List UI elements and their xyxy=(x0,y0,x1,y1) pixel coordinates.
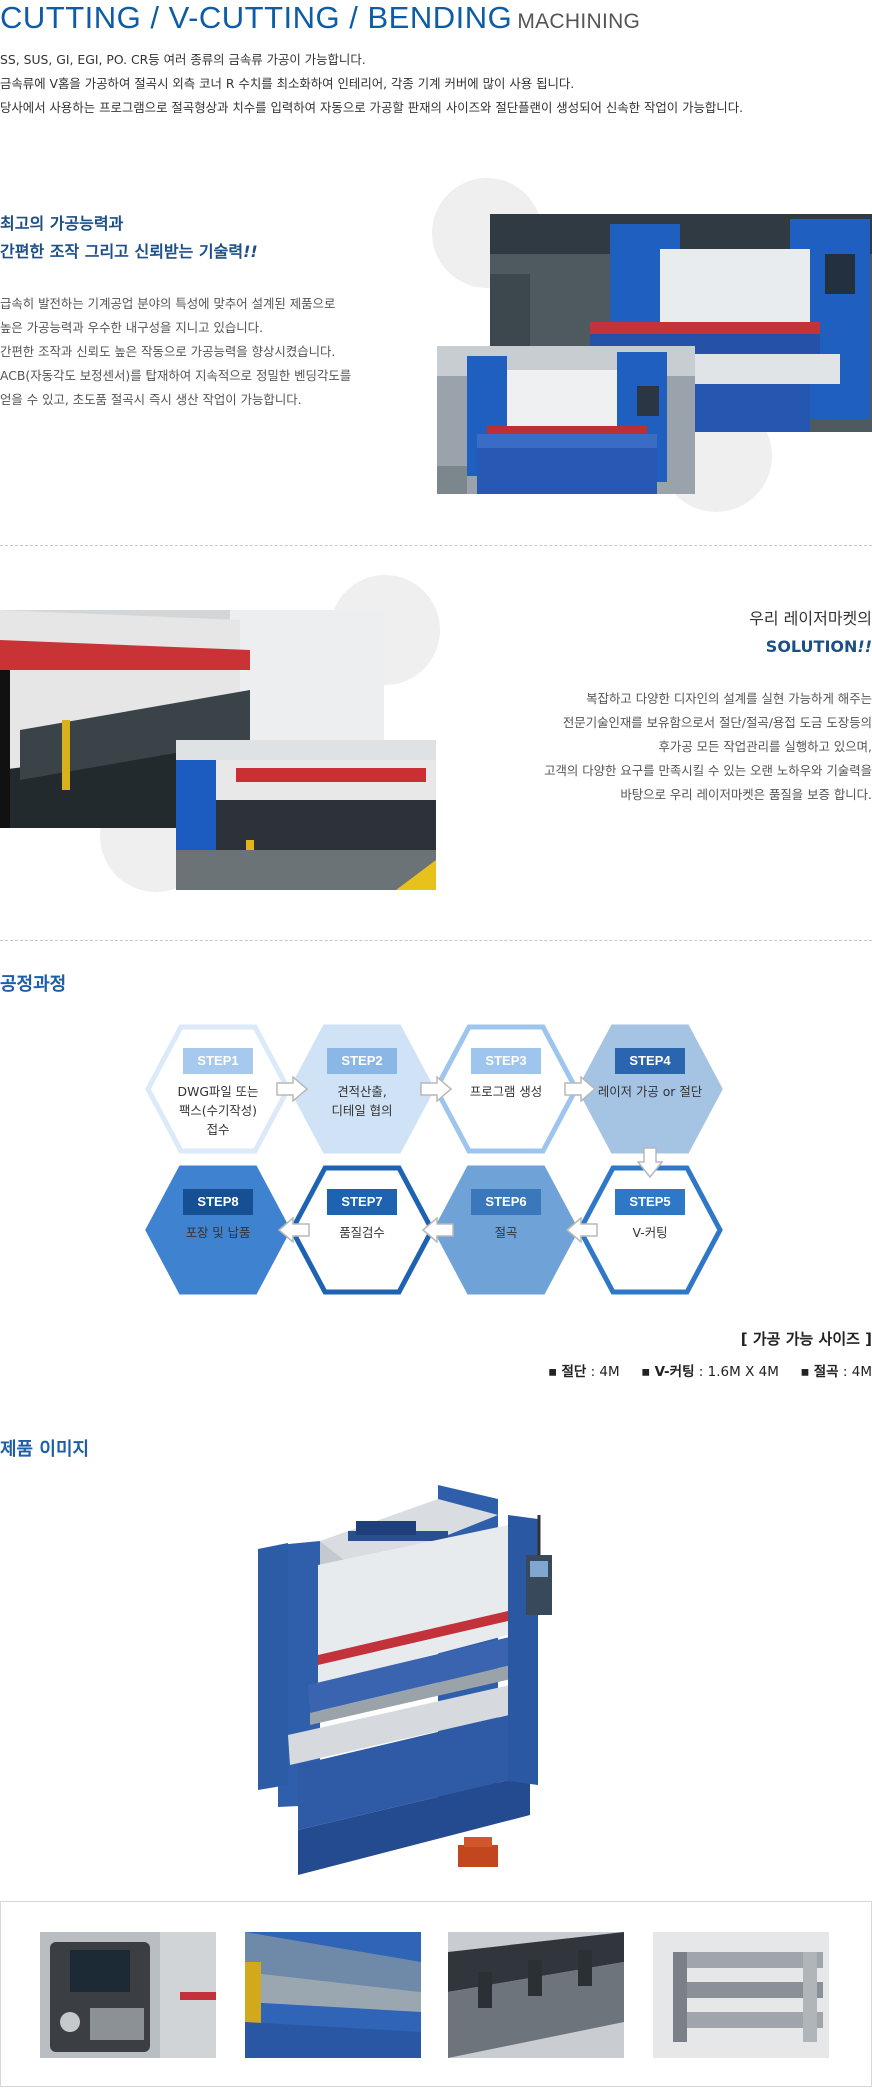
step-label: STEP7 xyxy=(327,1189,397,1215)
step-text-line: 접수 xyxy=(206,1122,230,1137)
size-name: 절단 xyxy=(561,1364,587,1380)
thumbnail-tooling[interactable] xyxy=(448,1932,624,2058)
title-main: CUTTING / V-CUTTING / BENDING xyxy=(0,0,513,35)
section2-body-line: 바탕으로 우리 레이저마켓은 품질을 보증 합니다. xyxy=(620,787,872,802)
intro-line: 금속류에 V홈을 가공하여 절곡시 외측 코너 R 수치를 최소화하여 인테리어… xyxy=(0,76,575,91)
intro-line: SS, SUS, GI, EGI, PO. CR등 여러 종류의 금속류 가공이… xyxy=(0,52,366,67)
section2-body-line: 후가공 모든 작업관리를 실행하고 있으며, xyxy=(658,739,872,754)
size-value: 1.6M X 4M xyxy=(707,1364,779,1380)
step-label: STEP8 xyxy=(183,1189,253,1215)
step-text: 절곡 xyxy=(494,1225,518,1240)
step-label: STEP1 xyxy=(183,1048,253,1074)
thumbnail-bent-parts[interactable] xyxy=(653,1932,829,2058)
arrow-left-icon xyxy=(421,1217,454,1243)
step-label: STEP5 xyxy=(615,1189,685,1215)
press-brake-photo-2 xyxy=(437,346,695,494)
shearing-photo-2 xyxy=(176,740,436,890)
section1-body: 급속히 발전하는 기계공업 분야의 특성에 맞추어 설계된 제품으로 높은 가공… xyxy=(0,292,351,412)
thumbnail-control-panel[interactable] xyxy=(40,1932,216,2058)
step-text: 포장 및 납품 xyxy=(185,1225,251,1240)
sizes-list: ▪ 절단 : 4M ▪ V-커팅 : 1.6M X 4M ▪ 절곡 : 4M xyxy=(548,1360,872,1380)
step-label: STEP3 xyxy=(471,1048,541,1074)
press-brake-machine-image xyxy=(258,1485,588,1881)
section1-heading: 최고의 가공능력과 간편한 조작 그리고 신뢰받는 기술력!! xyxy=(0,210,258,266)
section1-heading-line2: 간편한 조작 그리고 신뢰받는 기술력!! xyxy=(0,238,258,266)
section1-heading-text: 간편한 조작 그리고 신뢰받는 기술력 xyxy=(0,242,244,261)
section1-body-line: 얻을 수 있고, 초도품 절곡시 즉시 생산 작업이 가능합니다. xyxy=(0,392,302,407)
page-title: CUTTING / V-CUTTING / BENDING MACHINING xyxy=(0,0,872,36)
section1-heading-line1: 최고의 가공능력과 xyxy=(0,214,124,233)
step-5: STEP5 V-커팅 xyxy=(577,1165,723,1295)
product-title: 제품 이미지 xyxy=(0,1439,90,1460)
step-label: STEP2 xyxy=(327,1048,397,1074)
step-text-line: 디테일 협의 xyxy=(331,1103,393,1118)
divider xyxy=(0,940,872,941)
section1-body-line: 높은 가공능력과 우수한 내구성을 지니고 있습니다. xyxy=(0,320,264,335)
step-text: 품질검수 xyxy=(339,1225,385,1240)
step-text: 레이저 가공 or 절단 xyxy=(597,1084,703,1099)
step-3: STEP3 프로그램 생성 xyxy=(433,1024,579,1154)
step-4: STEP4 레이저 가공 or 절단 xyxy=(577,1024,723,1154)
step-text: V-커팅 xyxy=(632,1225,668,1240)
section2-body-line: 복잡하고 다양한 디자인의 설계를 실현 가능하게 해주는 xyxy=(586,691,872,706)
intro-line: 당사에서 사용하는 프로그램으로 절곡형상과 치수를 입력하여 자동으로 가공할… xyxy=(0,100,744,115)
size-item: ▪ 절단 : 4M xyxy=(547,1364,620,1380)
section2-body-line: 전문기술인재를 보유함으로서 절단/절곡/용접 도금 도장등의 xyxy=(562,715,872,730)
step-text: 견적산출, 디테일 협의 xyxy=(299,1082,425,1120)
section2-heading: 우리 레이저마켓의 SOLUTION!! xyxy=(749,605,872,661)
section2-heading-line1: 우리 레이저마켓의 xyxy=(749,609,872,628)
section1-heading-em: !! xyxy=(243,242,258,261)
step-6: STEP6 절곡 xyxy=(433,1165,579,1295)
title-sub: MACHINING xyxy=(517,10,641,33)
step-8: STEP8 포장 및 납품 xyxy=(145,1165,291,1295)
intro-text: SS, SUS, GI, EGI, PO. CR등 여러 종류의 금속류 가공이… xyxy=(0,48,743,120)
size-name: 절곡 xyxy=(813,1364,839,1380)
size-name: V-커팅 xyxy=(654,1364,695,1380)
thumbnail-backgauge[interactable] xyxy=(245,1932,421,2058)
size-item: ▪ 절곡 : 4M xyxy=(800,1364,872,1380)
step-text-line: 팩스(수기작성) xyxy=(178,1103,258,1118)
size-item: ▪ V-커팅 : 1.6M X 4M xyxy=(641,1364,779,1380)
size-value: 4M xyxy=(851,1364,872,1380)
arrow-left-icon xyxy=(277,1217,310,1243)
section1-body-line: ACB(자동각도 보정센서)를 탑재하여 지속적으로 정밀한 벤딩각도를 xyxy=(0,368,352,383)
size-value: 4M xyxy=(599,1364,620,1380)
section2-body-line: 고객의 다양한 요구를 만족시킬 수 있는 오랜 노하우와 기술력을 xyxy=(544,763,872,778)
arrow-left-icon xyxy=(565,1217,598,1243)
step-text: 프로그램 생성 xyxy=(469,1084,543,1099)
step-2: STEP2 견적산출, 디테일 협의 xyxy=(289,1024,435,1154)
divider xyxy=(0,545,872,546)
step-label: STEP6 xyxy=(471,1189,541,1215)
section1-body-line: 급속히 발전하는 기계공업 분야의 특성에 맞추어 설계된 제품으로 xyxy=(0,296,336,311)
arrow-down-icon xyxy=(637,1147,663,1179)
thumbnail-strip xyxy=(0,1901,872,2087)
sizes-title: [ 가공 가능 사이즈 ] xyxy=(740,1330,872,1348)
arrow-right-icon xyxy=(420,1076,453,1102)
arrow-right-icon xyxy=(276,1076,309,1102)
section2-heading-line2: SOLUTION!! xyxy=(749,633,872,661)
process-title: 공정과정 xyxy=(0,974,67,995)
step-text-line: DWG파일 또는 xyxy=(177,1084,259,1099)
section1-body-line: 간편한 조작과 신뢰도 높은 작동으로 가공능력을 향상시켰습니다. xyxy=(0,344,336,359)
section2-heading-text: SOLUTION xyxy=(765,637,858,656)
step-text-line: 견적산출, xyxy=(337,1084,387,1099)
section2-body: 복잡하고 다양한 디자인의 설계를 실현 가능하게 해주는 전문기술인재를 보유… xyxy=(544,687,872,807)
section2-heading-em: !! xyxy=(857,637,872,656)
step-label: STEP4 xyxy=(615,1048,685,1074)
arrow-right-icon xyxy=(564,1076,597,1102)
